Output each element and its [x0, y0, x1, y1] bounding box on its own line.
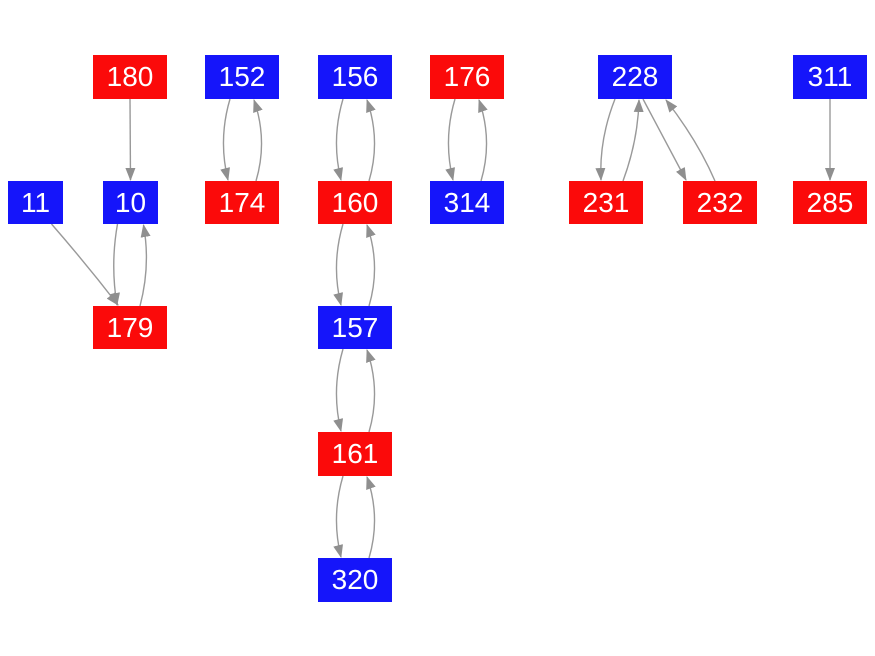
node-285[interactable]: 285: [793, 181, 867, 224]
node-320[interactable]: 320: [318, 558, 392, 602]
node-10[interactable]: 10: [103, 181, 158, 224]
node-314[interactable]: 314: [430, 181, 504, 224]
node-152[interactable]: 152: [205, 55, 279, 99]
edge-10-179: [110, 223, 120, 306]
node-228[interactable]: 228: [598, 55, 672, 99]
edge-161-157: [366, 349, 376, 433]
edge-156-160: [333, 98, 344, 181]
node-176[interactable]: 176: [430, 55, 504, 99]
edge-152-174: [220, 98, 231, 181]
edge-161-320: [333, 475, 344, 558]
edge-174-152: [253, 99, 263, 182]
edge-157-161: [333, 348, 344, 432]
node-232[interactable]: 232: [683, 181, 757, 224]
node-180[interactable]: 180: [93, 55, 167, 99]
edge-314-176: [478, 99, 488, 182]
edge-228-231: [595, 98, 616, 181]
node-161[interactable]: 161: [318, 432, 392, 476]
node-11[interactable]: 11: [8, 181, 63, 224]
node-174[interactable]: 174: [205, 181, 279, 224]
edge-228-232: [642, 98, 687, 181]
edge-180-10: [125, 98, 136, 181]
edge-176-314: [445, 98, 456, 181]
node-179[interactable]: 179: [93, 306, 167, 349]
node-156[interactable]: 156: [318, 55, 392, 99]
node-160[interactable]: 160: [318, 181, 392, 224]
edge-232-228: [665, 99, 716, 182]
node-231[interactable]: 231: [569, 181, 643, 224]
edge-157-160: [366, 224, 376, 307]
edge-320-161: [366, 476, 376, 559]
node-157[interactable]: 157: [318, 306, 392, 349]
edge-160-157: [333, 223, 344, 306]
edge-160-156: [366, 99, 376, 182]
node-311[interactable]: 311: [793, 55, 867, 99]
edge-179-10: [139, 224, 151, 307]
edge-11-179: [50, 223, 119, 306]
edge-231-228: [622, 99, 644, 182]
